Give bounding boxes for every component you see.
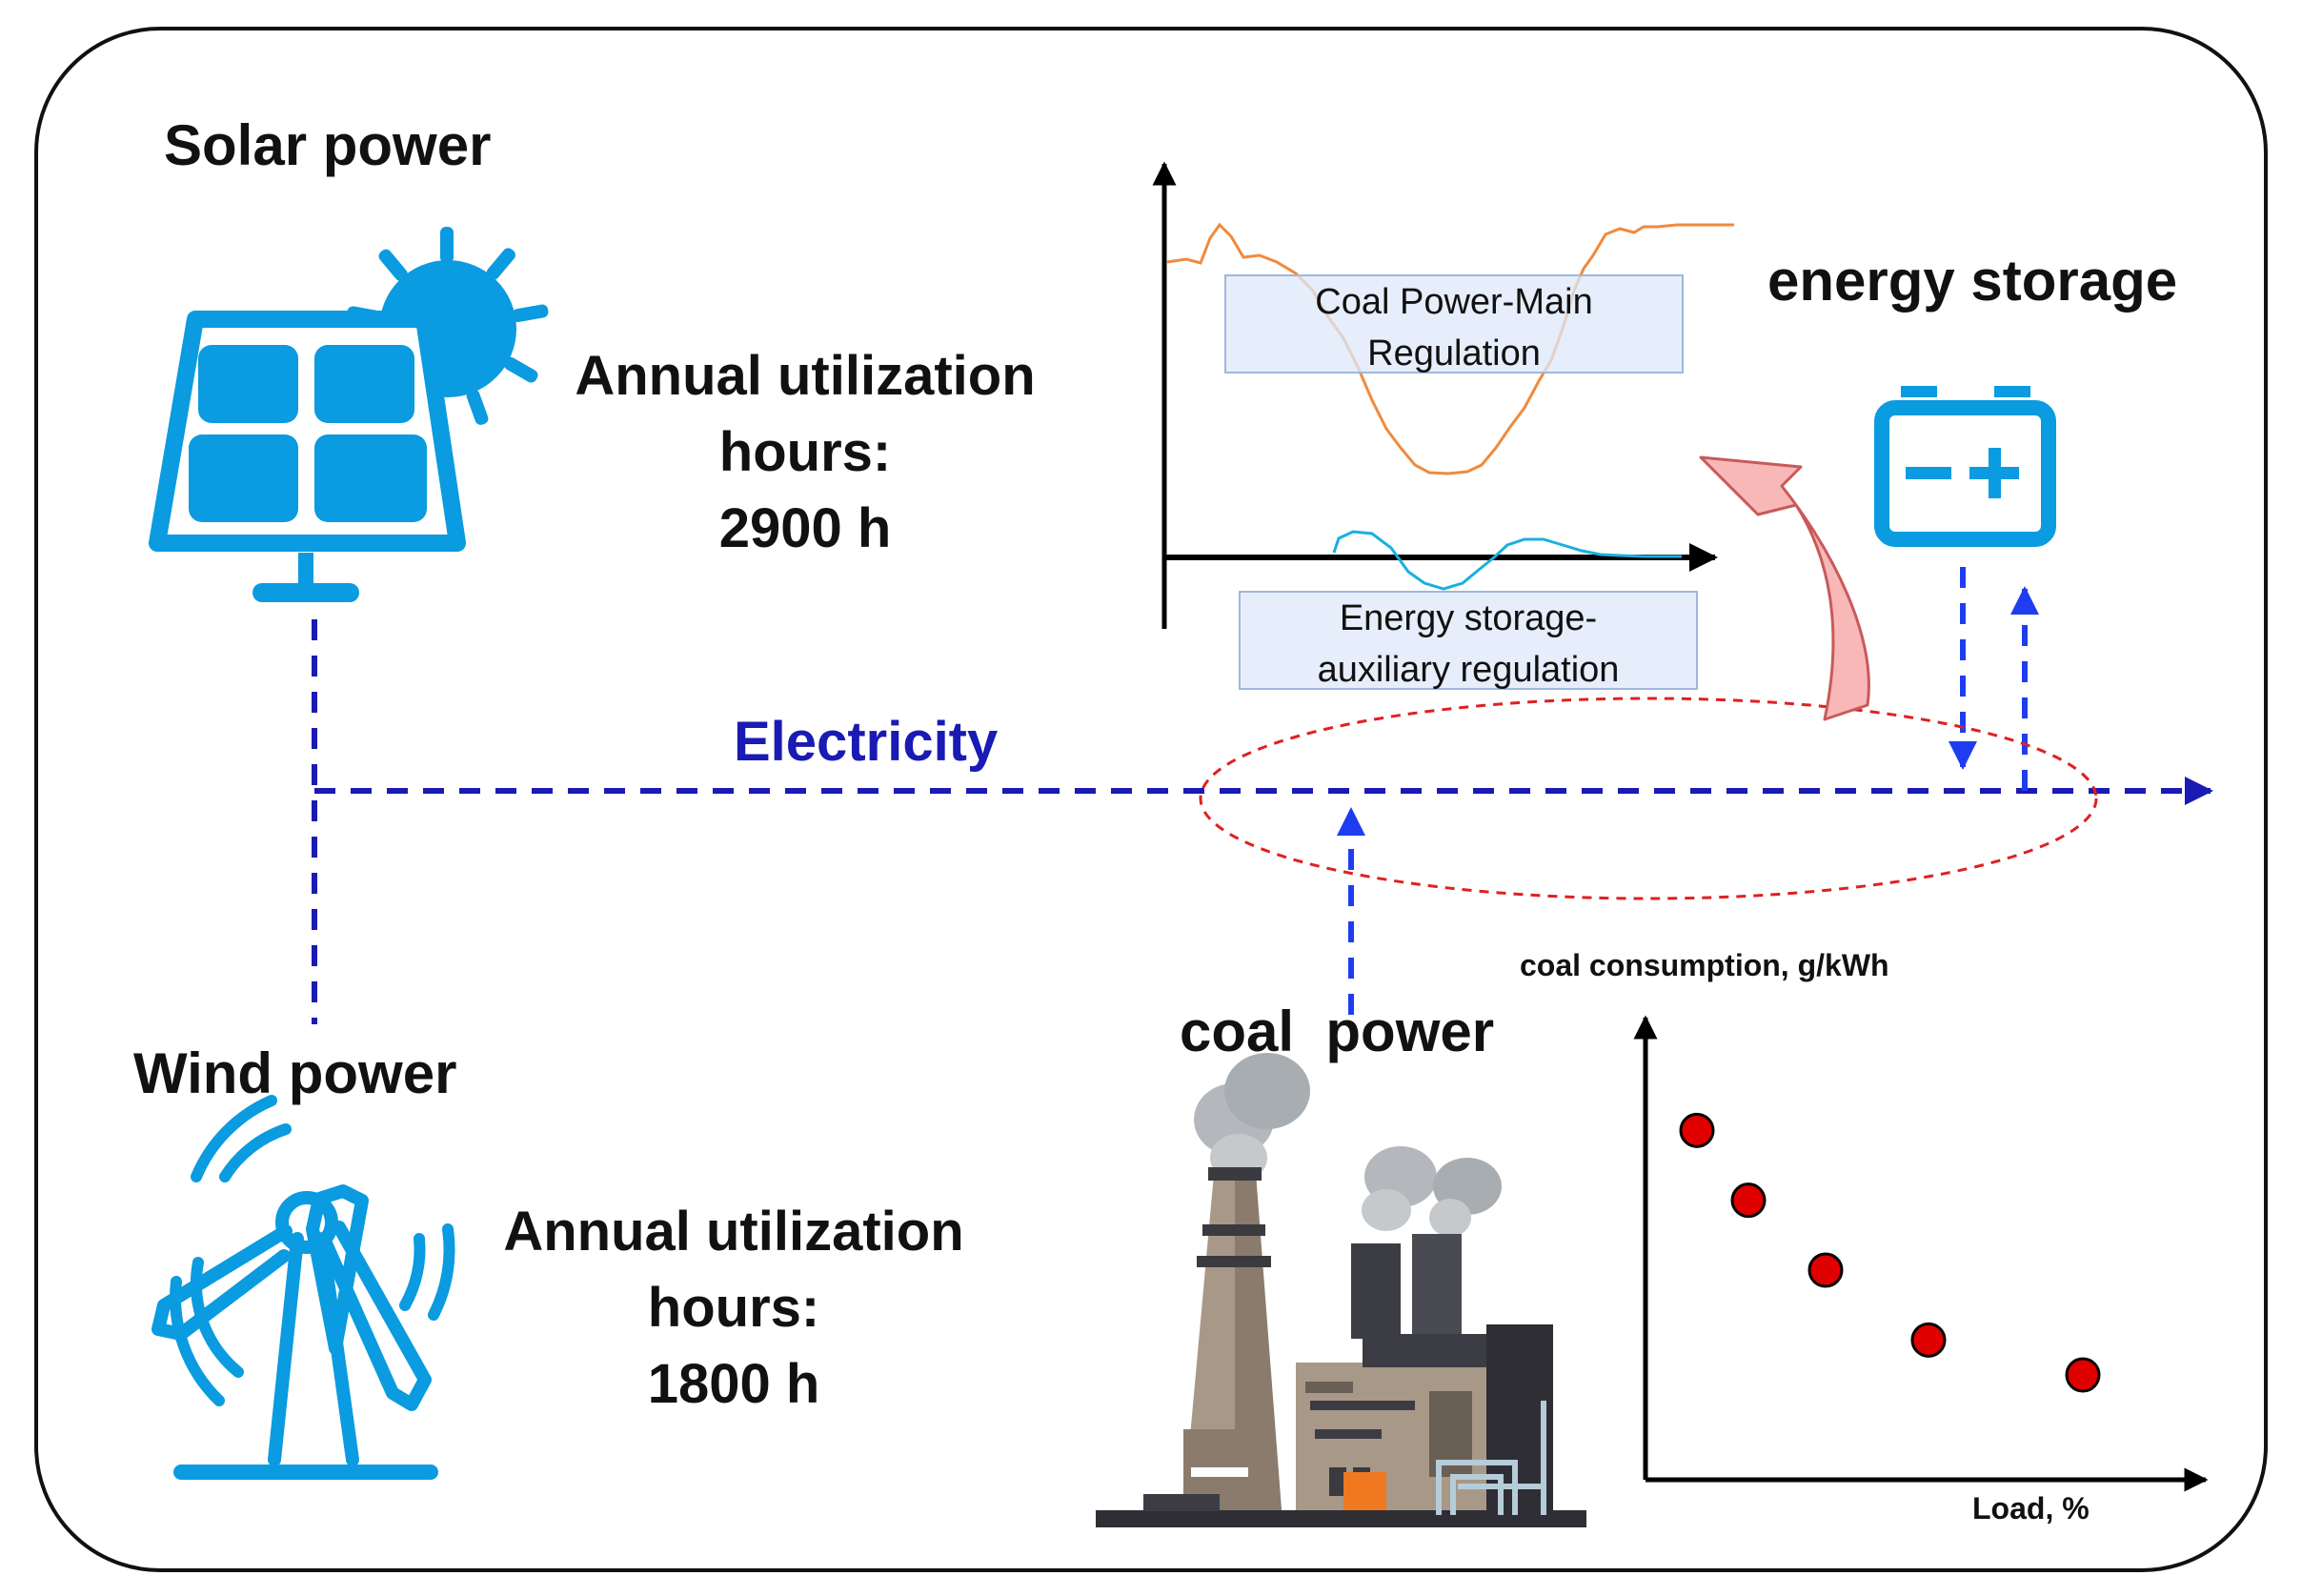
electricity-label: Electricity bbox=[734, 711, 999, 773]
scatter-point-2 bbox=[1730, 1182, 1767, 1219]
wind-utilization-stat: Annual utilization hours: 1800 h bbox=[467, 1194, 1000, 1423]
coal-main-line2: Regulation bbox=[1367, 333, 1541, 374]
consumption-x-label: Load, % bbox=[1972, 1491, 2090, 1525]
consumption-chart bbox=[1633, 1015, 2209, 1492]
wind-power-title: Wind power bbox=[133, 1041, 457, 1105]
battery-icon bbox=[1874, 386, 2056, 547]
coal-main-line1: Coal Power-Main bbox=[1315, 282, 1593, 322]
solar-stat-line1: Annual utilization bbox=[575, 345, 1036, 407]
scatter-point-1 bbox=[1679, 1112, 1715, 1148]
storage-aux-regulation-box: Energy storage- auxiliary regulation bbox=[1239, 591, 1698, 690]
solar-utilization-stat: Annual utilization hours: 2900 h bbox=[538, 338, 1072, 567]
scatter-point-5 bbox=[2065, 1357, 2101, 1393]
storage-aux-line2: auxiliary regulation bbox=[1317, 650, 1620, 690]
coal-main-regulation-box: Coal Power-Main Regulation bbox=[1224, 274, 1684, 374]
solar-panel-icon bbox=[149, 227, 549, 602]
solar-stat-line3: 2900 h bbox=[718, 497, 892, 559]
regulation-ellipse bbox=[1199, 697, 2098, 900]
wind-stat-line1: Annual utilization bbox=[503, 1201, 964, 1263]
solar-stat-line2: hours: bbox=[718, 421, 892, 483]
wind-stat-line3: 1800 h bbox=[647, 1353, 820, 1415]
regulation-curved-arrow bbox=[1699, 455, 1870, 721]
scatter-point-4 bbox=[1910, 1322, 1947, 1358]
energy-storage-curve bbox=[1332, 530, 1682, 591]
wind-turbine-icon bbox=[151, 1095, 455, 1480]
wind-stat-line2: hours: bbox=[647, 1277, 820, 1339]
solar-power-title: Solar power bbox=[164, 113, 492, 177]
electricity-network bbox=[312, 567, 2213, 1024]
scatter-point-3 bbox=[1807, 1252, 1844, 1288]
coal-power-title: coal power bbox=[1180, 1000, 1495, 1063]
storage-aux-line1: Energy storage- bbox=[1339, 598, 1598, 638]
outer-frame bbox=[34, 27, 2268, 1572]
coal-power-curve bbox=[1166, 222, 1734, 475]
consumption-y-label: coal consumption, g/kWh bbox=[1520, 948, 1889, 982]
regulation-chart bbox=[1152, 161, 1734, 629]
energy-storage-title: energy storage bbox=[1767, 249, 2178, 313]
coal-power-plant-icon bbox=[1096, 1053, 1586, 1527]
